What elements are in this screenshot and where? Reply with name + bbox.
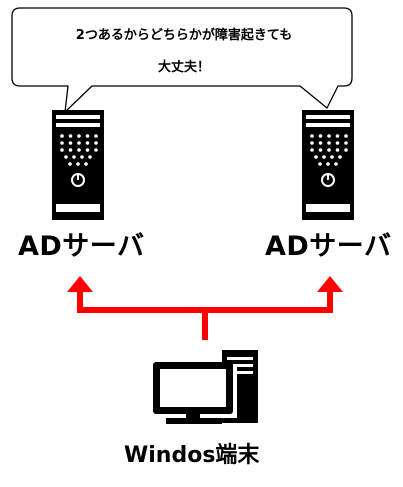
client-label: Windos端末 xyxy=(124,443,260,468)
callout-text-line1: 2つあるからどちらかが障害起きても xyxy=(75,28,293,43)
server-icon-right xyxy=(301,109,355,221)
arrowhead-left xyxy=(67,276,93,292)
server-label-left: ADサーバ xyxy=(18,231,145,262)
server-icon-left xyxy=(51,109,105,221)
server-label-right: ADサーバ xyxy=(265,231,392,262)
desktop-pc-icon xyxy=(153,350,258,424)
arrowhead-right xyxy=(317,276,343,292)
speech-bubble xyxy=(11,7,353,113)
callout-text-line2: 大丈夫！ xyxy=(157,60,210,75)
connector-lines xyxy=(77,292,333,340)
